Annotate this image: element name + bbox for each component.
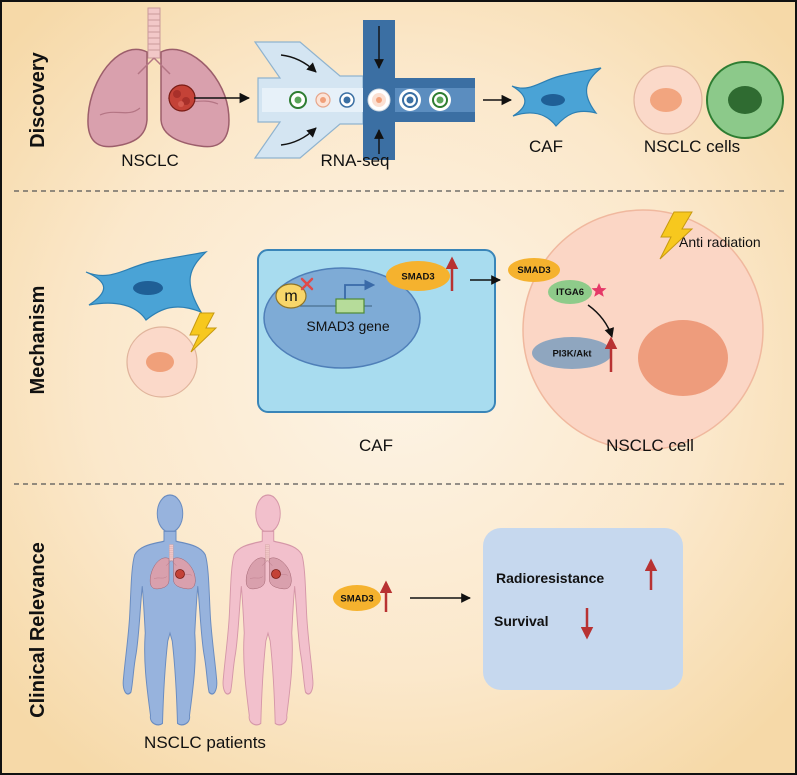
- radioresistance-label: Radioresistance: [496, 570, 604, 586]
- lightning-icon: [189, 312, 218, 353]
- caf-smad3-protein: [386, 261, 450, 291]
- gene-box: [335, 298, 365, 314]
- tumor-icon: [168, 84, 196, 112]
- section-label-clinical-relevance: Clinical Relevance: [27, 542, 49, 718]
- outcomes-box: [483, 528, 683, 690]
- rnaseq-label: RNA-seq: [321, 151, 390, 170]
- itga6-label: ITGA6: [556, 287, 584, 298]
- itga6-receptor: [548, 280, 592, 304]
- nsclc-cell-pink-icon: [633, 65, 703, 135]
- lungs-label: NSCLC: [121, 151, 179, 170]
- nsclc-nucleus: [638, 320, 728, 396]
- clinical-section: NSCLC patients SMAD3 Radioresistance Sur…: [122, 494, 683, 752]
- transcription-arrow: [344, 279, 376, 299]
- nsclc-cells-label: NSCLC cells: [644, 137, 740, 156]
- arrow-itga6-to-pi3k: [587, 304, 615, 338]
- section-label-discovery: Discovery: [27, 51, 49, 147]
- irradiated-cell-icon: [126, 326, 198, 398]
- star-icon: [591, 283, 607, 297]
- clinical-smad3-label: SMAD3: [340, 594, 373, 605]
- demethylation-x-icon: [300, 277, 314, 291]
- survival-label: Survival: [494, 613, 548, 629]
- caf-cell-small-icon: [85, 251, 208, 321]
- clinical-smad3-protein: [333, 585, 381, 611]
- pi3k-akt-label: PI3K/Akt: [552, 349, 592, 360]
- cell-smad3-protein: [508, 258, 560, 282]
- tumor-icon: [271, 569, 281, 579]
- lightning-icon: [659, 211, 694, 260]
- caf-cell-icon: [511, 67, 602, 127]
- caf-smad3-label: SMAD3: [401, 272, 434, 283]
- section-label-mechanism: Mechanism: [27, 286, 49, 395]
- nsclc-cell-label: NSCLC cell: [606, 436, 694, 455]
- methylation-mark-icon: [275, 283, 307, 309]
- nsclc-patients-label: NSCLC patients: [144, 733, 266, 752]
- anti-radiation-label: Anti radiation: [679, 234, 761, 250]
- methylation-mark-label: m: [284, 288, 297, 305]
- mechanism-section: m SMAD3 gene SMAD3 CAF SMAD3 ITGA6 PI3K/…: [85, 209, 764, 455]
- microfluidic-chip-icon: [253, 20, 475, 160]
- cell-smad3-label: SMAD3: [517, 265, 550, 276]
- nsclc-cell-green-icon: [706, 61, 784, 139]
- pi3k-akt-pathway: [532, 337, 612, 369]
- tumor-icon: [175, 569, 185, 579]
- caf-label: CAF: [529, 137, 563, 156]
- discovery-section: NSCLC RNA-se: [87, 7, 784, 170]
- caf-mechanism-label: CAF: [359, 436, 393, 455]
- smad3-gene-label: SMAD3 gene: [306, 318, 389, 334]
